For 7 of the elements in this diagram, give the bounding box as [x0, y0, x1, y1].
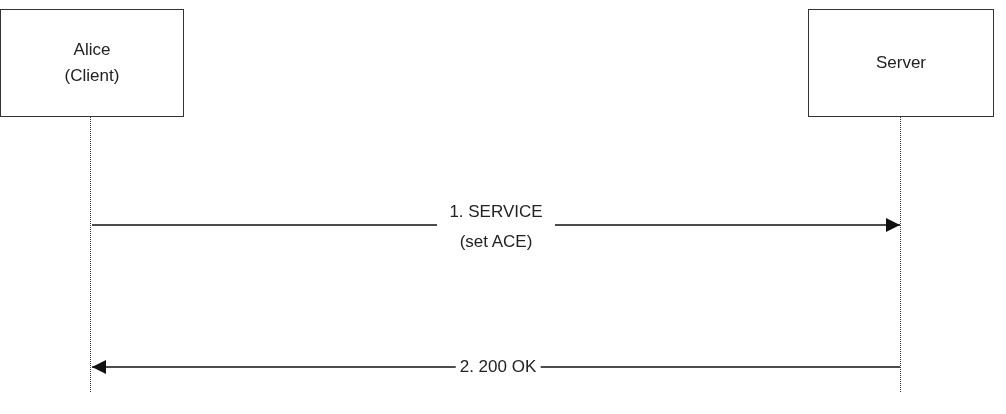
message-arrow [91, 360, 901, 374]
participant-name: Server [875, 52, 927, 74]
lifeline [90, 117, 92, 392]
lifeline [900, 117, 902, 392]
participant-name: Alice (Client) [63, 39, 121, 87]
participant-box [808, 9, 994, 117]
participant-box [0, 9, 184, 117]
